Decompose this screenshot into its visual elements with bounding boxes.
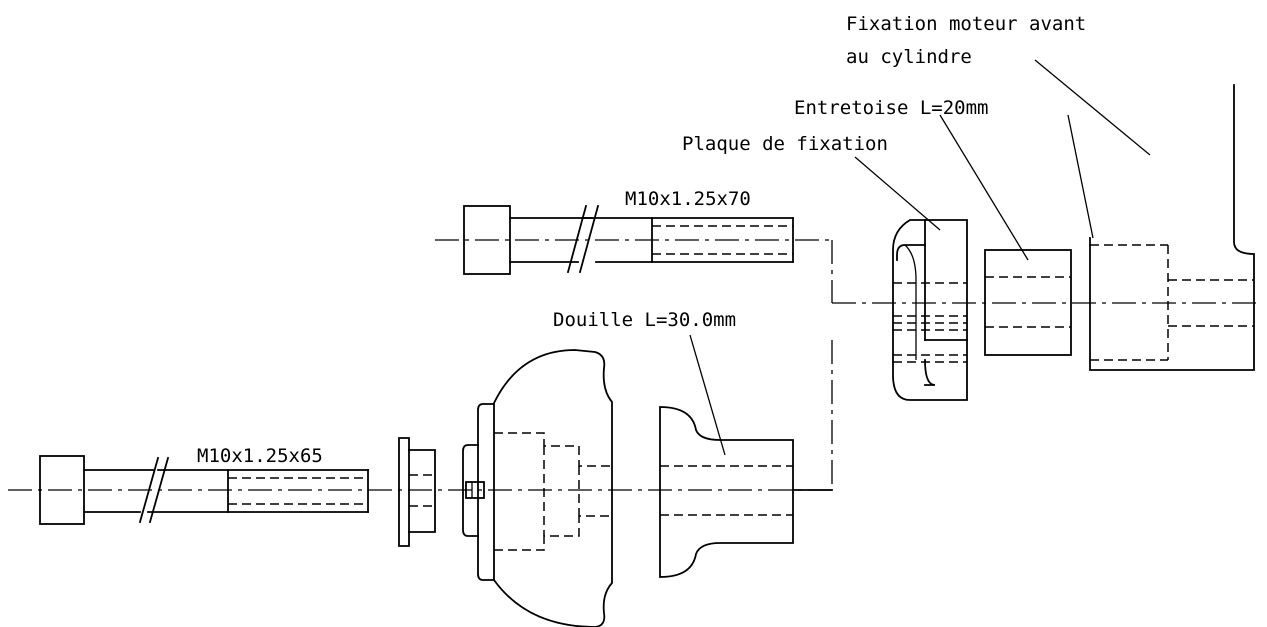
label-douille: Douille L=30.0mm: [553, 309, 736, 331]
label-lower-bolt: M10x1.25x65: [197, 445, 323, 467]
break-mark: [566, 204, 588, 274]
lower-bolt: [39, 455, 369, 525]
entretoise: [984, 249, 1072, 356]
leader-engine-mount: [1067, 114, 1094, 239]
engine-mount: [1089, 84, 1255, 371]
label-upper-bolt: M10x1.25x70: [625, 188, 751, 210]
leader-fixation-moteur: [1034, 59, 1151, 156]
center-lines: [8, 239, 1262, 491]
label-entretoise: Entretoise L=20mm: [794, 97, 988, 119]
plaque-de-fixation: [892, 219, 968, 401]
upper-bolt: [463, 204, 794, 275]
label-fixation-moteur-line1: Fixation moteur avant: [846, 13, 1086, 35]
label-fixation-moteur-line2: au cylindre: [846, 46, 972, 68]
break-mark: [138, 456, 160, 524]
douille: [659, 406, 833, 578]
label-plaque: Plaque de fixation: [682, 133, 888, 155]
flanged-washer: [398, 437, 436, 547]
leader-plaque: [854, 156, 941, 231]
leader-douille: [689, 334, 726, 456]
leader-lines: [689, 59, 1151, 456]
spherical-hub: [462, 349, 613, 627]
leader-entretoise: [939, 114, 1029, 261]
